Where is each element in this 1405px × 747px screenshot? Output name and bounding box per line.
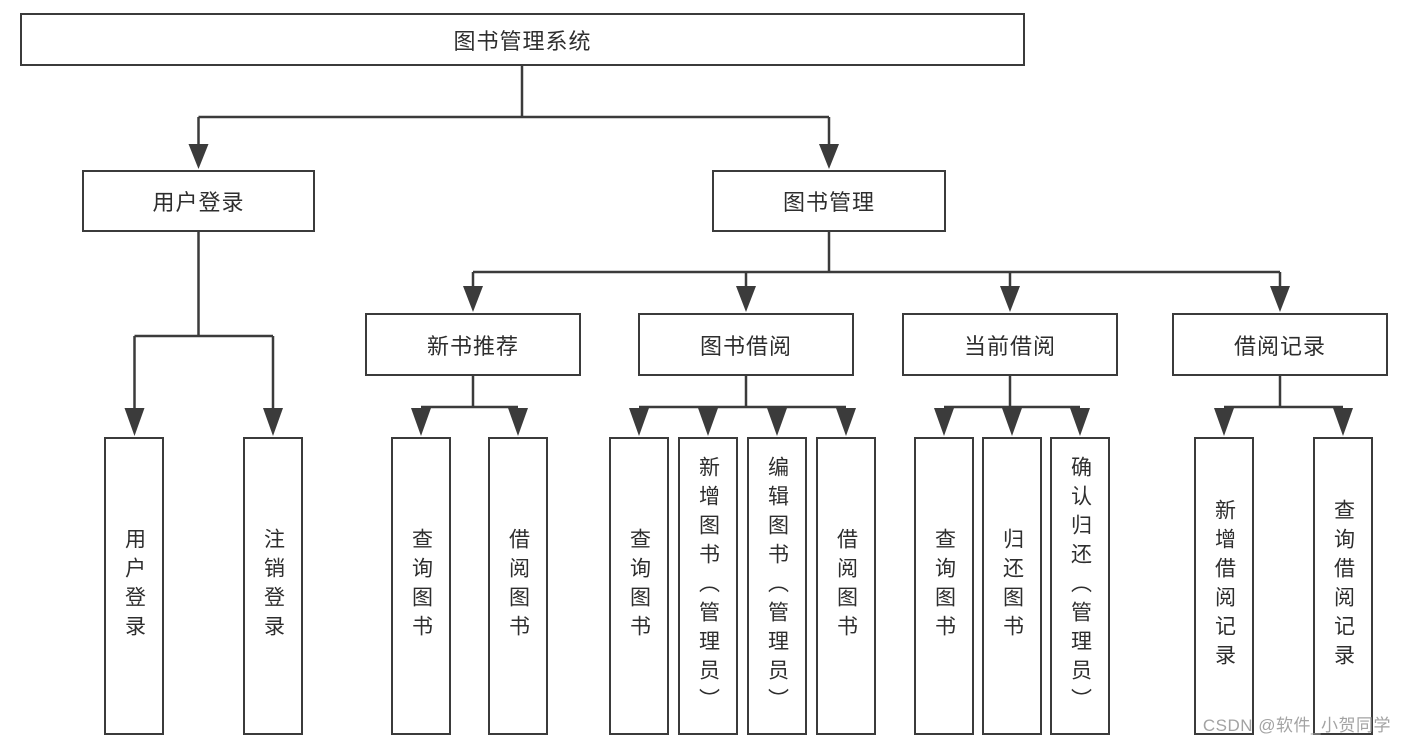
node-leaf-user-login: 用户登录 <box>104 437 164 735</box>
node-leaf-query-books-2: 查询图书 <box>609 437 669 735</box>
node-leaf-query-books-3-label: 查询图书 <box>932 528 956 644</box>
node-book-management: 图书管理 <box>712 170 946 232</box>
node-leaf-borrow-books-2: 借阅图书 <box>816 437 876 735</box>
node-library-management-system: 图书管理系统 <box>20 13 1025 66</box>
node-leaf-edit-books-admin: 编辑图书（管理员） <box>747 437 807 735</box>
node-current-borrowing-label: 当前借阅 <box>963 333 1056 359</box>
node-borrowing-records-label: 借阅记录 <box>1233 333 1326 359</box>
node-leaf-query-books-1-label: 查询图书 <box>409 528 433 644</box>
node-book-borrowing: 图书借阅 <box>638 313 854 376</box>
node-leaf-return-books: 归还图书 <box>982 437 1042 735</box>
node-leaf-add-books-admin: 新增图书（管理员） <box>678 437 738 735</box>
node-leaf-confirm-return-admin: 确认归还（管理员） <box>1050 437 1110 735</box>
node-library-management-system-label: 图书管理系统 <box>453 28 592 54</box>
node-leaf-query-books-3: 查询图书 <box>914 437 974 735</box>
node-leaf-confirm-return-admin-label: 确认归还（管理员） <box>1068 455 1092 717</box>
node-leaf-add-books-admin-label: 新增图书（管理员） <box>696 455 720 717</box>
node-leaf-query-borrow-record-label: 查询借阅记录 <box>1331 499 1355 673</box>
node-leaf-borrow-books-2-label: 借阅图书 <box>834 528 858 644</box>
node-leaf-borrow-books-1: 借阅图书 <box>488 437 548 735</box>
node-leaf-return-books-label: 归还图书 <box>1000 528 1024 644</box>
node-leaf-query-books-1: 查询图书 <box>391 437 451 735</box>
node-new-book-recommendation-label: 新书推荐 <box>426 333 519 359</box>
watermark: CSDN @软件_小贺同学 <box>1202 716 1391 735</box>
node-leaf-logout-label: 注销登录 <box>261 528 285 644</box>
node-book-borrowing-label: 图书借阅 <box>699 333 792 359</box>
node-leaf-add-borrow-record: 新增借阅记录 <box>1194 437 1254 735</box>
node-book-management-label: 图书管理 <box>782 190 875 215</box>
node-leaf-borrow-books-1-label: 借阅图书 <box>506 528 530 644</box>
node-user-login-branch-label: 用户登录 <box>152 190 245 215</box>
node-leaf-user-login-label: 用户登录 <box>122 528 146 644</box>
node-leaf-query-borrow-record: 查询借阅记录 <box>1313 437 1373 735</box>
node-leaf-logout: 注销登录 <box>243 437 303 735</box>
node-new-book-recommendation: 新书推荐 <box>365 313 581 376</box>
node-user-login-branch: 用户登录 <box>82 170 315 232</box>
node-leaf-query-books-2-label: 查询图书 <box>627 528 651 644</box>
node-leaf-edit-books-admin-label: 编辑图书（管理员） <box>765 455 789 717</box>
node-leaf-add-borrow-record-label: 新增借阅记录 <box>1212 499 1236 673</box>
node-current-borrowing: 当前借阅 <box>902 313 1118 376</box>
node-borrowing-records: 借阅记录 <box>1172 313 1388 376</box>
